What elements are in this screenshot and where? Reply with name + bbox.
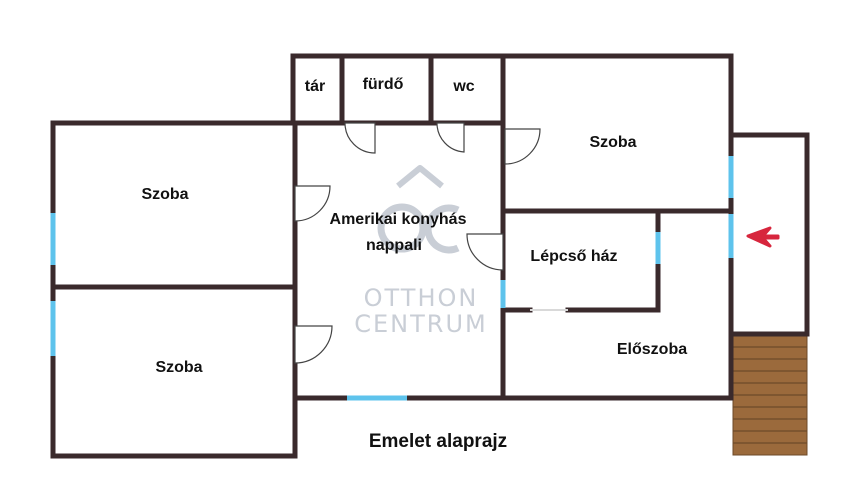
room-label-tar: tár [305, 78, 325, 95]
watermark: OTTHON CENTRUM [354, 165, 487, 338]
room-label-szoba-left-top: Szoba [141, 186, 188, 203]
watermark-monogram-icon [377, 203, 460, 254]
watermark-roof-icon [396, 165, 444, 189]
watermark-line1: OTTHON [364, 284, 479, 312]
entrance-arrow-icon [746, 226, 780, 248]
room-label-szoba-left-bottom: Szoba [155, 359, 202, 376]
plan-title: Emelet alaprajz [369, 431, 507, 452]
room-label-wc: wc [452, 78, 474, 95]
room-label-lepcsohaz: Lépcső ház [530, 248, 617, 265]
room-label-eloszoba: Előszoba [617, 341, 687, 358]
room-label-nappali-line2: nappali [366, 237, 422, 254]
room-label-furdo: fürdő [363, 76, 404, 93]
windows [50, 156, 734, 401]
room-label-nappali-line1: Amerikai konyhás [330, 211, 467, 228]
watermark-line2: CENTRUM [354, 310, 487, 338]
room-label-szoba-top-right: Szoba [589, 134, 636, 151]
stairs-icon [732, 334, 808, 456]
walls [50, 53, 810, 459]
door-swing-icon [294, 122, 541, 364]
